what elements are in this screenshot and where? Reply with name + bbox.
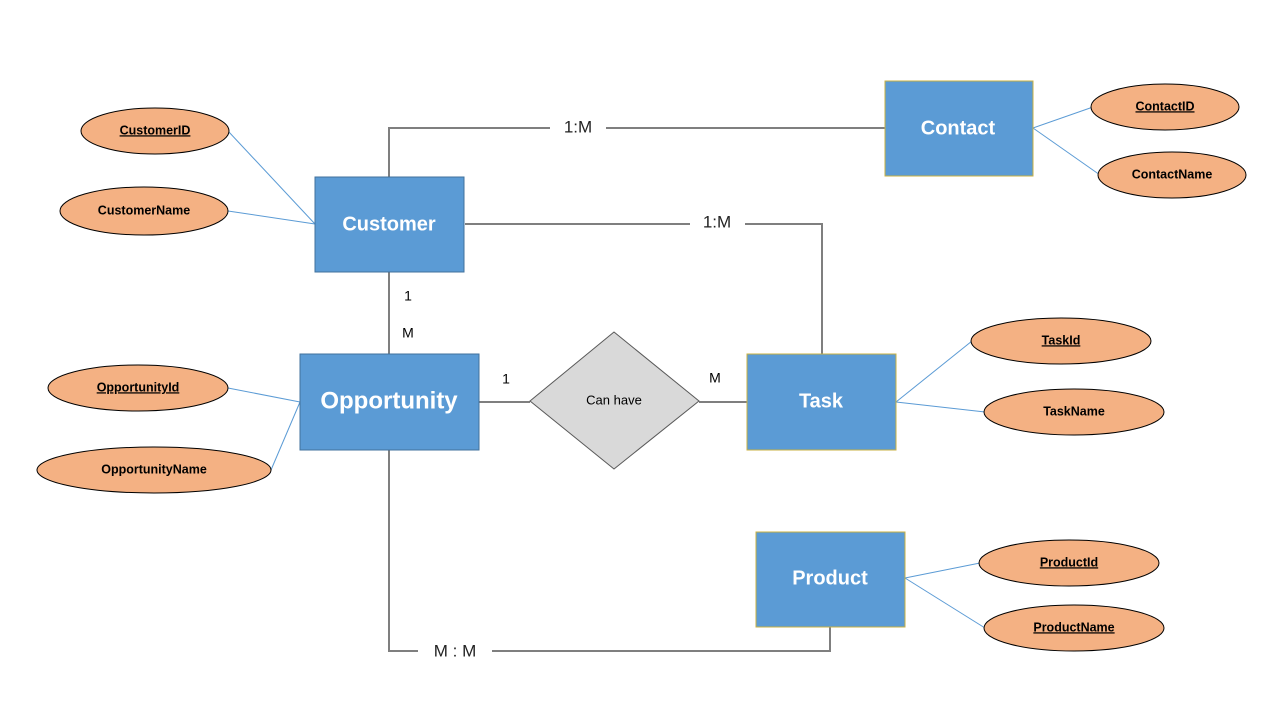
- attribute-contact-id-label: ContactID: [1135, 99, 1194, 113]
- attribute-product-name-label: ProductName: [1033, 620, 1114, 634]
- relationship-can-have: Can have: [529, 331, 700, 470]
- entity-opportunity: Opportunity: [299, 353, 480, 451]
- customer-name-link: [227, 210, 316, 225]
- attribute-product-id-ellipse: [978, 539, 1160, 587]
- entity-task-label: Task: [799, 390, 844, 412]
- attribute-opportunity-name: OpportunityName: [36, 446, 272, 494]
- entity-product-box: [755, 531, 906, 628]
- entity-customer: Customer: [314, 176, 465, 273]
- attribute-customer-name-label: CustomerName: [98, 203, 190, 217]
- attribute-task-name: TaskName: [983, 388, 1165, 436]
- attribute-opportunity-id: OpportunityId: [47, 364, 229, 412]
- attribute-contact-name: ContactName: [1097, 151, 1247, 199]
- customer-contact-connector: [388, 127, 550, 177]
- entity-customer-label: Customer: [342, 213, 436, 235]
- opportunity-product-connector-left: [388, 450, 418, 652]
- attribute-product-name: ProductName: [983, 604, 1165, 652]
- cardinality-customer-side: 1: [404, 288, 412, 304]
- attribute-customer-id-label: CustomerID: [120, 123, 191, 137]
- cardinality-opportunity-side: M: [402, 325, 414, 341]
- entity-product-label: Product: [792, 567, 868, 589]
- attribute-task-name-ellipse: [983, 388, 1165, 436]
- entity-task-box: [746, 353, 897, 451]
- entity-opportunity-box: [299, 353, 480, 451]
- entity-contact: Contact: [884, 80, 1034, 177]
- attribute-product-id-label: ProductId: [1040, 555, 1098, 569]
- customer-task-connector-right: [745, 223, 823, 354]
- opportunity-name-link: [270, 401, 301, 471]
- opportunity-product-connector-right: [492, 627, 831, 652]
- attribute-task-name-label: TaskName: [1043, 404, 1105, 418]
- task-id-link: [895, 340, 973, 403]
- attribute-opportunity-id-label: OpportunityId: [97, 380, 180, 394]
- entity-opportunity-label: Opportunity: [320, 387, 458, 414]
- contact-name-link: [1032, 127, 1101, 176]
- attribute-task-id: TaskId: [970, 317, 1152, 365]
- cardinality-labels: 1:M 1:M M : M 1 M 1 M: [402, 117, 731, 660]
- entity-contact-label: Contact: [921, 117, 996, 139]
- opportunity-id-link: [227, 387, 301, 403]
- task-name-link: [895, 401, 986, 413]
- cardinality-opportunity-product: M : M: [434, 641, 477, 660]
- connectors: [388, 127, 885, 652]
- attribute-opportunity-name-label: OpportunityName: [101, 462, 207, 476]
- customer-id-link: [227, 130, 316, 225]
- entity-contact-box: [884, 80, 1034, 177]
- cardinality-customer-contact: 1:M: [564, 117, 592, 136]
- attribute-contact-name-ellipse: [1097, 151, 1247, 199]
- cardinality-customer-task: 1:M: [703, 212, 731, 231]
- attribute-product-name-ellipse: [983, 604, 1165, 652]
- relationship-label: Can have: [586, 392, 642, 407]
- attribute-task-id-label: TaskId: [1042, 333, 1081, 347]
- attribute-contact-name-label: ContactName: [1132, 167, 1213, 181]
- attribute-opportunity-name-ellipse: [36, 446, 272, 494]
- attribute-links: [227, 106, 1101, 629]
- attribute-opportunity-id-ellipse: [47, 364, 229, 412]
- attribute-contact-id-ellipse: [1090, 83, 1240, 131]
- product-id-link: [904, 562, 981, 579]
- product-name-link: [904, 577, 986, 629]
- attribute-customer-name: CustomerName: [59, 186, 229, 236]
- attribute-product-id: ProductId: [978, 539, 1160, 587]
- relationship-diamond: [529, 331, 700, 470]
- entity-product: Product: [755, 531, 906, 628]
- cardinality-opportunity-relationship-side: 1: [502, 371, 510, 387]
- attribute-task-id-ellipse: [970, 317, 1152, 365]
- entity-customer-box: [314, 176, 465, 273]
- attribute-contact-id: ContactID: [1090, 83, 1240, 131]
- attribute-customer-name-ellipse: [59, 186, 229, 236]
- cardinality-task-relationship-side: M: [709, 370, 721, 386]
- attribute-customer-id: CustomerID: [80, 107, 230, 155]
- attribute-customer-id-ellipse: [80, 107, 230, 155]
- entity-task: Task: [746, 353, 897, 451]
- contact-id-link: [1032, 106, 1094, 129]
